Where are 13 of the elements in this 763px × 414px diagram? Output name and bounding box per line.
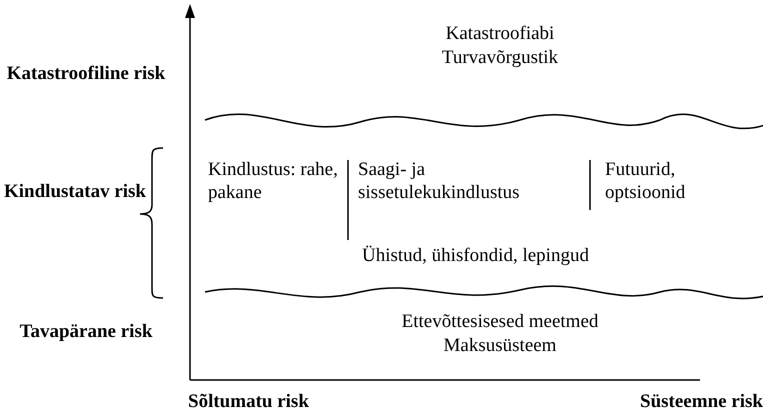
axis-label: Kindlustatav risk xyxy=(4,181,146,202)
axis-label: Süsteemne risk xyxy=(640,391,763,412)
text-label: Futuurid, optsioonid xyxy=(605,159,686,203)
text-label: Katastroofiabi xyxy=(446,23,554,44)
text-label: Saagi- ja sissetulekukindlustus xyxy=(358,159,520,203)
text-label: Ettevõttesisesed meetmed xyxy=(402,311,598,332)
axis-label: Sõltumatu risk xyxy=(188,391,309,412)
text-label: Turvavõrgustik xyxy=(442,47,558,68)
text-label: Ühistud, ühisfondid, lepingud xyxy=(362,245,589,266)
text-label: Kindlustus: rahe, pakane xyxy=(208,159,338,203)
axis-label: Katastroofiline risk xyxy=(6,63,166,84)
axis-label: Tavapärane risk xyxy=(20,321,152,342)
text-label: Maksusüsteem xyxy=(444,335,556,356)
